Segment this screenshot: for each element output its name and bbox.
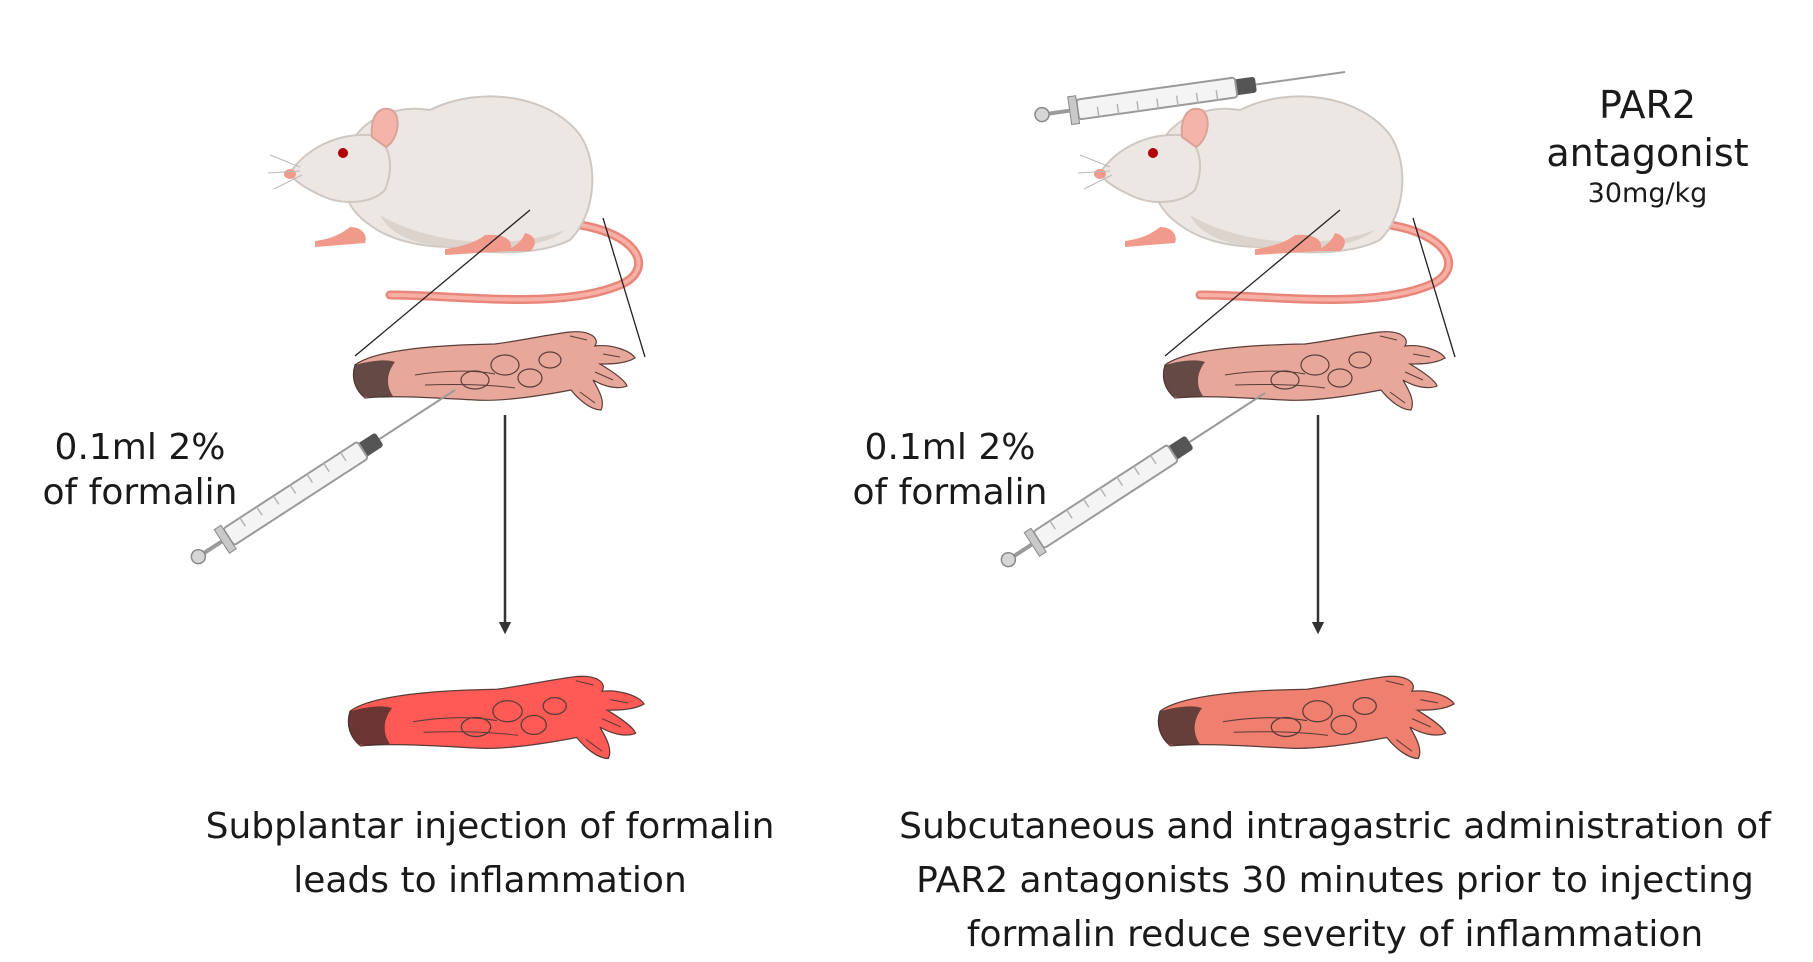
- left-zoom-line-2: [602, 217, 646, 358]
- right-paw-mildly-inflamed: [1157, 675, 1455, 760]
- right-caption-line1: Subcutaneous and intragastric administra…: [899, 806, 1771, 847]
- left-injection-label-line1: 0.1ml 2%: [54, 427, 226, 468]
- right-injection-label-line1: 0.1ml 2%: [864, 427, 1036, 468]
- left-rat-illustration: [268, 96, 639, 299]
- left-injection-label-line2: of formalin: [42, 472, 238, 513]
- right-zoom-line-2: [1412, 217, 1456, 358]
- right-rat-illustration: [1078, 96, 1449, 299]
- left-caption-line1: Subplantar injection of formalin: [205, 806, 775, 847]
- right-caption-line2: PAR2 antagonists 30 minutes prior to inj…: [916, 860, 1754, 901]
- right-injection-label: 0.1ml 2% of formalin: [850, 425, 1050, 515]
- right-zoom-line-1: [1164, 209, 1341, 357]
- right-paw-normal: [1162, 331, 1446, 411]
- par2-drug-name: PAR2 antagonist: [1546, 83, 1749, 175]
- left-caption-line2: leads to inflammation: [293, 860, 687, 901]
- right-injection-label-line2: of formalin: [852, 472, 1048, 513]
- left-caption: Subplantar injection of formalin leads t…: [180, 800, 800, 908]
- left-paw-inflamed: [347, 675, 645, 760]
- left-injection-label: 0.1ml 2% of formalin: [40, 425, 240, 515]
- left-paw-normal: [352, 331, 636, 411]
- par2-drug-dose: 30mg/kg: [1587, 178, 1708, 209]
- right-caption: Subcutaneous and intragastric administra…: [870, 800, 1800, 962]
- left-zoom-line-1: [354, 209, 531, 357]
- right-caption-line3: formalin reduce severity of inflammation: [966, 914, 1704, 955]
- par2-label: PAR2 antagonist 30mg/kg: [1495, 82, 1800, 211]
